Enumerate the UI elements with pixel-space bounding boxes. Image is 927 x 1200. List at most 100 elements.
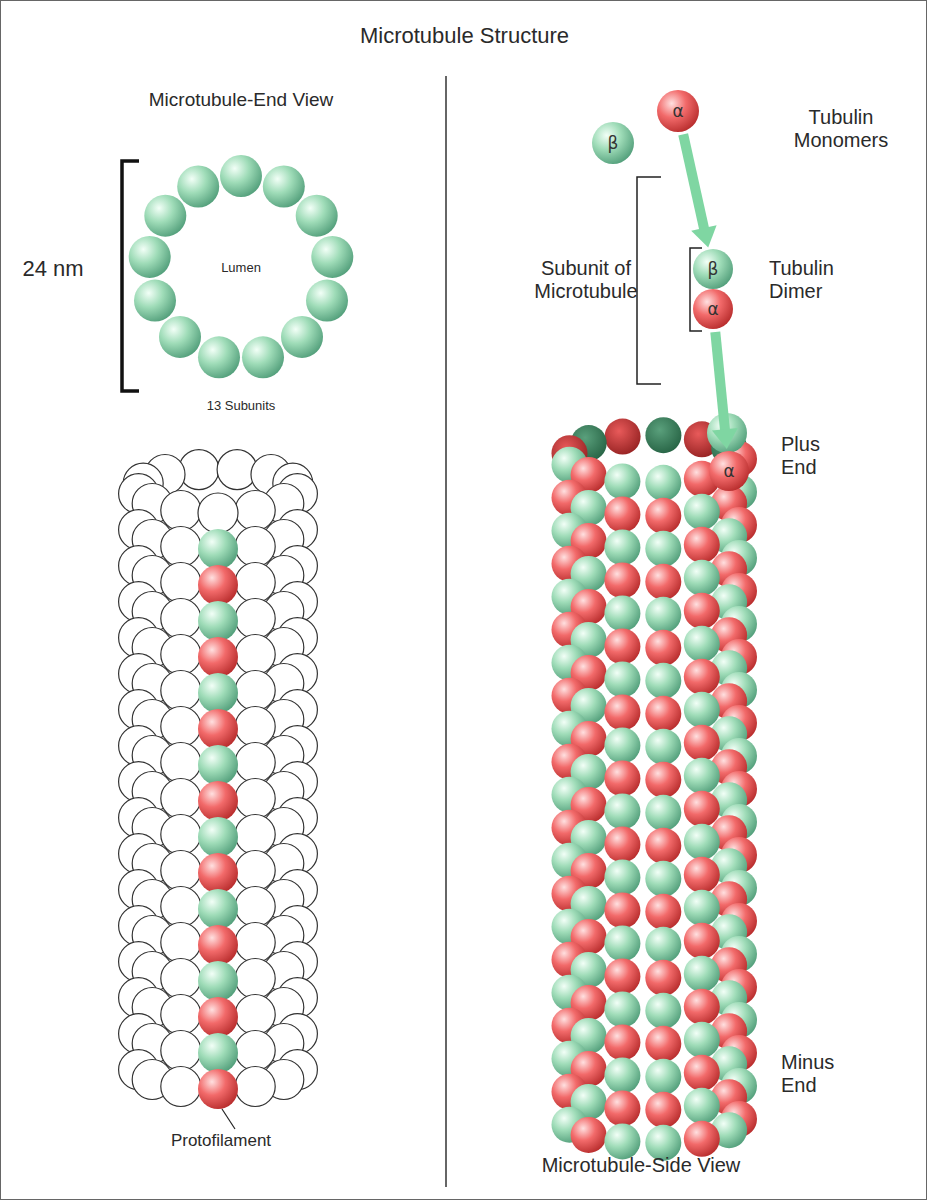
alpha-tubulin-sphere [645,762,681,798]
outline-sphere [235,959,275,999]
alpha-monomer: α [656,89,700,133]
beta-tubulin-sphere [198,745,238,785]
beta-tubulin-sphere [645,927,681,963]
outline-sphere [161,923,201,963]
beta-tubulin-sphere [684,758,720,794]
outline-sphere [235,671,275,711]
beta-tubulin-sphere [604,661,640,697]
alpha-tubulin-sphere [604,1024,640,1060]
beta-tubulin-sphere [198,1033,238,1073]
alpha-dimer-unit: α [692,288,734,330]
alpha-tubulin-sphere [198,853,238,893]
lumen-label: Lumen [221,261,261,275]
alpha-tubulin-sphere [645,828,681,864]
tubulin-subunit [134,280,176,322]
outline-sphere [235,527,275,567]
alpha-tubulin-sphere [684,1121,720,1157]
part-label: Tubulin Dimer [769,257,879,303]
alpha-tubulin-sphere [645,498,681,534]
alpha-tubulin-sphere [604,562,640,598]
alpha-tubulin-sphere [604,958,640,994]
tubulin-symbol: β [708,260,719,279]
alpha-tubulin-sphere [198,709,238,749]
tubulin-sphere [709,451,749,491]
beta-monomer: β [591,121,635,165]
plus-end-alpha: α [708,450,750,492]
flow-arrow [683,134,716,247]
tubulin-sphere [657,90,699,132]
alpha-tubulin-sphere [198,1069,238,1109]
flow-arrow [712,332,738,449]
outline-sphere [235,743,275,783]
beta-tubulin-sphere [645,795,681,831]
alpha-tubulin-sphere [645,630,681,666]
beta-tubulin-sphere [645,663,681,699]
beta-tubulin-sphere [645,1059,681,1095]
alpha-tubulin-sphere [604,496,640,532]
beta-tubulin-sphere [604,529,640,565]
beta-tubulin-sphere [684,890,720,926]
beta-tubulin-sphere [604,793,640,829]
alpha-tubulin-sphere [605,419,641,455]
alpha-tubulin-sphere [645,960,681,996]
outline-sphere [161,707,201,747]
tubulin-subunit [159,316,201,358]
outline-sphere [198,493,238,533]
beta-dimer-unit: β [692,248,734,290]
alpha-tubulin-sphere [198,781,238,821]
beta-tubulin-sphere [604,727,640,763]
leader-line [222,1109,235,1129]
arrow-shaft [683,134,705,232]
beta-tubulin-sphere [604,463,640,499]
alpha-tubulin-sphere [684,593,720,629]
alpha-tubulin-sphere [604,760,640,796]
beta-tubulin-sphere [707,413,747,453]
outline-sphere [161,815,201,855]
beta-tubulin-sphere [645,597,681,633]
dimension-bracket [122,161,139,391]
beta-tubulin-sphere [198,529,238,569]
arrow-head [691,225,716,247]
beta-tubulin-sphere [645,729,681,765]
outline-sphere [161,995,201,1035]
tubulin-symbol: α [723,462,734,481]
outline-sphere [161,563,201,603]
beta-tubulin-sphere [645,993,681,1029]
alpha-tubulin-sphere [645,564,681,600]
tubulin-sphere [693,249,733,289]
panel-divider [445,76,447,1187]
outline-sphere [161,779,201,819]
part-label: Protofilament [136,1131,306,1151]
end-label: Plus End [781,433,851,479]
alpha-tubulin-sphere [645,1092,681,1128]
tubulin-symbol: α [672,102,683,121]
alpha-tubulin-sphere [684,791,720,827]
tubulin-subunit [129,236,171,278]
alpha-tubulin-sphere [604,892,640,928]
beta-tubulin-sphere [645,531,681,567]
alpha-tubulin-sphere [571,1117,607,1153]
beta-tubulin-sphere [684,1022,720,1058]
beta-tubulin-sphere [604,1057,640,1093]
count-label: 13 Subunits [166,399,316,414]
alpha-tubulin-sphere [684,725,720,761]
outline-sphere [161,851,201,891]
beta-tubulin-sphere [604,991,640,1027]
alpha-tubulin-sphere [604,1090,640,1126]
tubulin-subunit [306,280,348,322]
outline-sphere [161,527,201,567]
tubulin-sphere [592,122,634,164]
outline-sphere [235,599,275,639]
alpha-tubulin-sphere [684,527,720,563]
alpha-tubulin-sphere [684,659,720,695]
alpha-tubulin-sphere [684,923,720,959]
beta-tubulin-sphere [198,673,238,713]
beta-tubulin-sphere [684,692,720,728]
alpha-tubulin-sphere [645,894,681,930]
outline-sphere [235,1031,275,1071]
tubulin-sphere [693,289,733,329]
panel-heading: Microtubule-Side View [471,1154,811,1177]
outline-sphere [161,671,201,711]
